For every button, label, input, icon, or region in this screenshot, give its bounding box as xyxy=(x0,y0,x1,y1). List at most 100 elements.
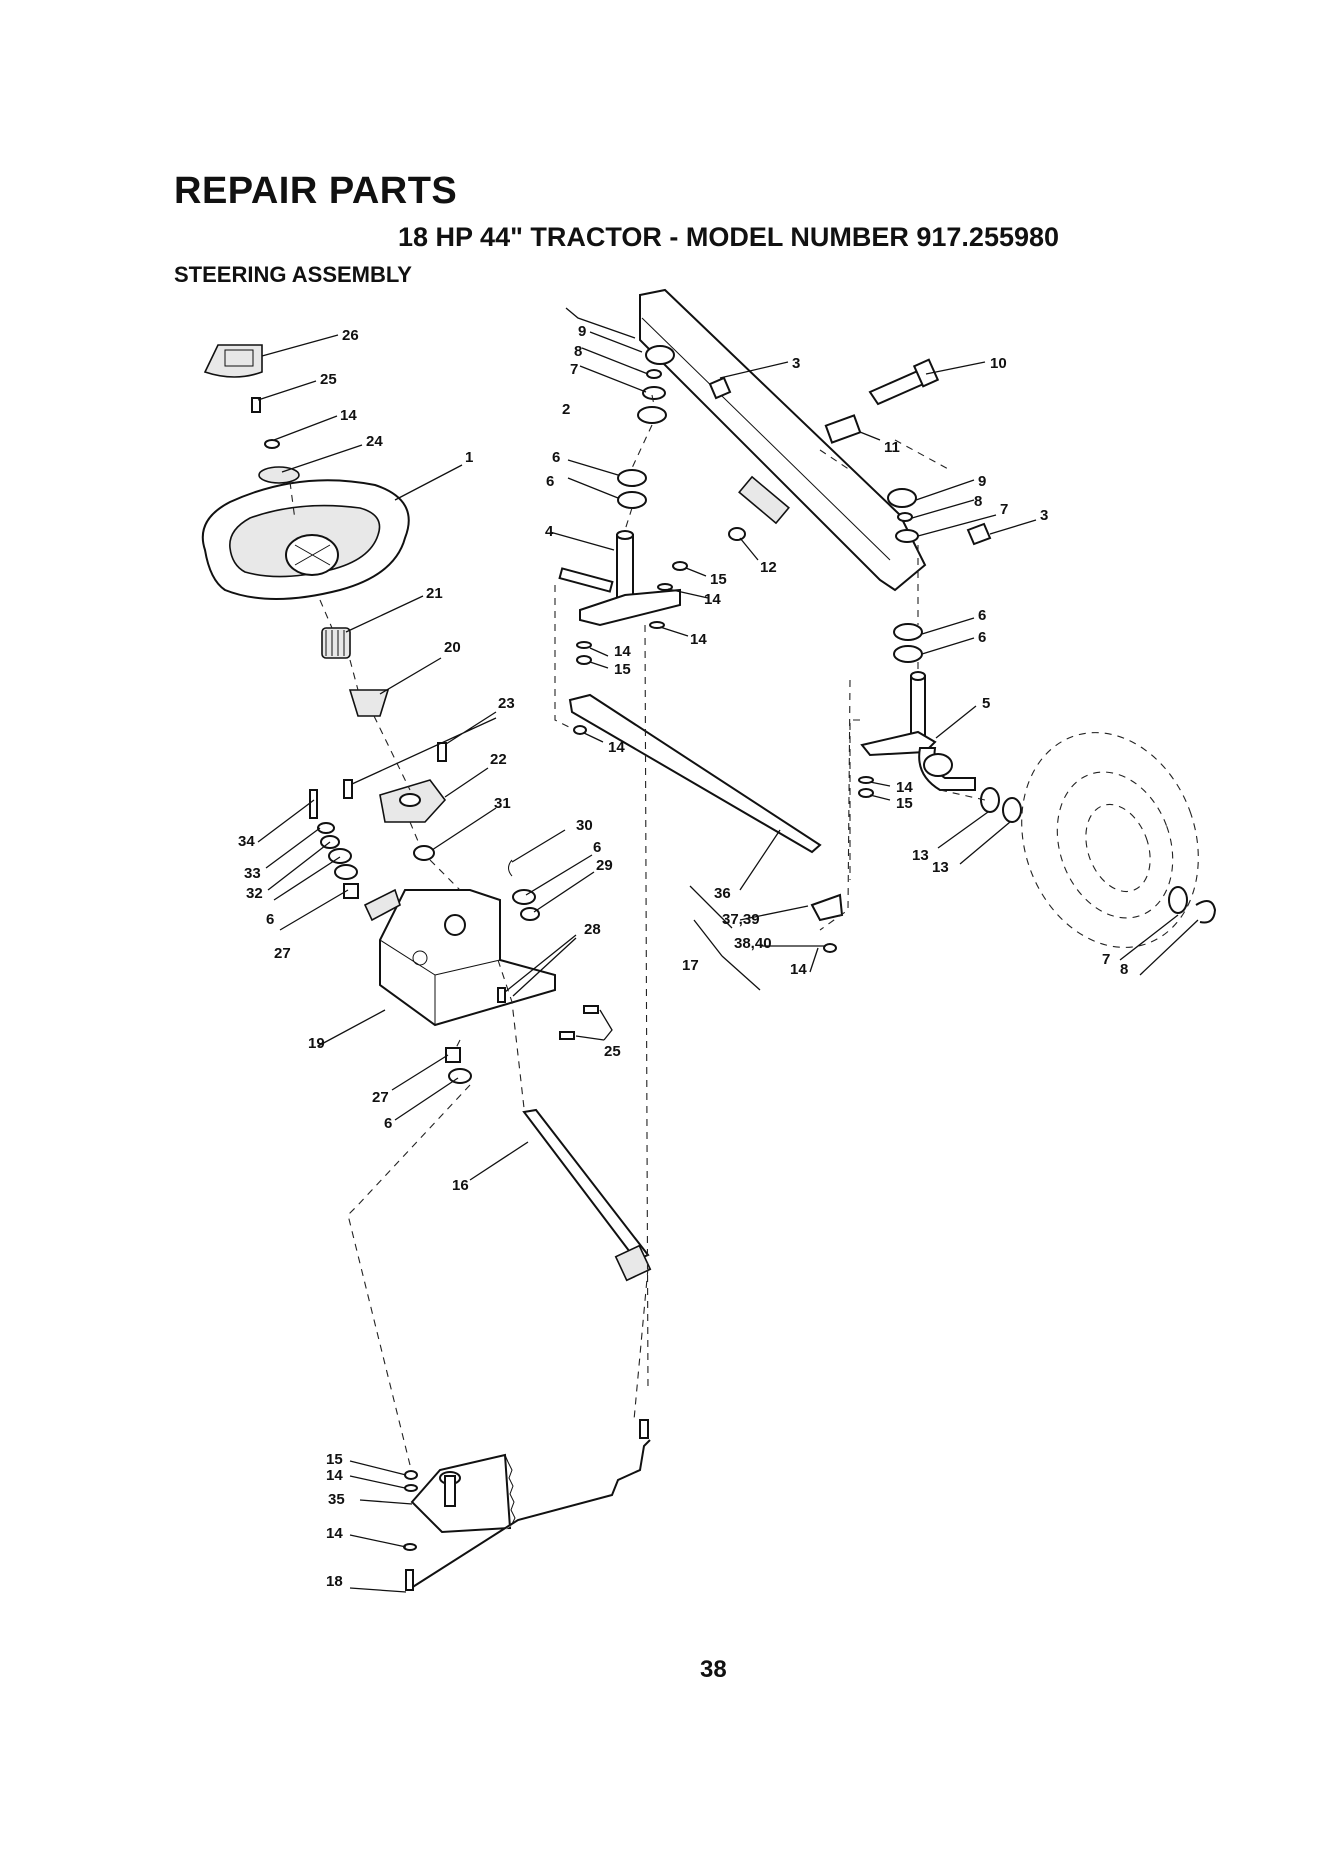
callout-8: 8 xyxy=(974,493,982,510)
part-steering-wheel xyxy=(203,480,409,599)
callout-26: 26 xyxy=(342,327,359,344)
callout-9: 9 xyxy=(978,473,986,490)
part-washer-13b xyxy=(1003,798,1021,822)
callout-6: 6 xyxy=(552,449,560,466)
part-grease-fitting-3b xyxy=(968,524,990,544)
part-steering-cap xyxy=(205,345,262,377)
callout-14: 14 xyxy=(614,643,631,660)
callout-7: 7 xyxy=(570,361,578,378)
part-bolt-25b xyxy=(560,1032,574,1039)
callout-6: 6 xyxy=(593,839,601,856)
part-adapter-21 xyxy=(322,628,350,658)
part-bolt-25a xyxy=(584,1006,598,1013)
part-bearing-6d xyxy=(618,470,646,486)
part-washer-33 xyxy=(318,823,334,833)
part-bearing-6a2 xyxy=(335,865,357,879)
callout-24: 24 xyxy=(366,433,383,450)
page-number: 38 xyxy=(700,1656,727,1684)
callout-35: 35 xyxy=(328,1491,345,1508)
callout-10: 10 xyxy=(990,355,1007,372)
part-washer-7a xyxy=(643,387,665,399)
part-front-axle-2 xyxy=(640,290,925,590)
callout-9: 9 xyxy=(578,323,586,340)
callout-14: 14 xyxy=(790,961,807,978)
callout-6: 6 xyxy=(978,607,986,624)
part-spacer-11 xyxy=(826,415,860,442)
callout-14: 14 xyxy=(896,779,913,796)
callout-7: 7 xyxy=(1102,951,1110,968)
callout-1: 1 xyxy=(465,449,473,466)
part-bearing-6e xyxy=(618,492,646,508)
part-tie-rod-36 xyxy=(570,695,820,852)
callout-15: 15 xyxy=(326,1451,343,1468)
callout-8: 8 xyxy=(1120,961,1128,978)
callout-31: 31 xyxy=(494,795,511,812)
part-washer-14b xyxy=(405,1485,417,1491)
callout-15: 15 xyxy=(896,795,913,812)
part-ring-8a xyxy=(647,370,661,378)
part-nut-15c xyxy=(577,656,591,664)
callout-18: 18 xyxy=(326,1573,343,1590)
callout-12: 12 xyxy=(760,559,777,576)
callout-3: 3 xyxy=(1040,507,1048,524)
callout-30: 30 xyxy=(576,817,593,834)
callout-14: 14 xyxy=(340,407,357,424)
callout-37-39: 37,39 xyxy=(722,911,760,928)
callout-7: 7 xyxy=(1000,501,1008,518)
part-sector-gear-35 xyxy=(412,1455,515,1532)
part-screw-23b xyxy=(344,780,352,798)
callout-38-40: 38,40 xyxy=(734,935,772,952)
callout-5: 5 xyxy=(982,695,990,712)
part-bearing-6a xyxy=(329,849,351,863)
callout-14: 14 xyxy=(690,631,707,648)
callout-23: 23 xyxy=(498,695,515,712)
callout-28: 28 xyxy=(584,921,601,938)
callout-3: 3 xyxy=(792,355,800,372)
callout-17: 17 xyxy=(682,957,699,974)
part-cap-9a xyxy=(646,346,674,364)
callout-14: 14 xyxy=(608,739,625,756)
callout-32: 32 xyxy=(246,885,263,902)
part-nut-38 xyxy=(824,944,836,952)
callout-15: 15 xyxy=(614,661,631,678)
callout-36: 36 xyxy=(714,885,731,902)
callout-14: 14 xyxy=(704,591,721,608)
callout-20: 20 xyxy=(444,639,461,656)
part-steering-shaft-16 xyxy=(524,1110,650,1280)
callout-4: 4 xyxy=(545,523,554,540)
callout-2: 2 xyxy=(562,401,570,418)
callout-6: 6 xyxy=(266,911,274,928)
callout-22: 22 xyxy=(490,751,507,768)
callout-8: 8 xyxy=(574,343,582,360)
callout-14: 14 xyxy=(326,1525,343,1542)
callout-15: 15 xyxy=(710,571,727,588)
part-bearing-6f xyxy=(894,624,922,640)
callout-21: 21 xyxy=(426,585,443,602)
part-washer-14 xyxy=(265,440,279,448)
part-spindle-4 xyxy=(560,531,680,625)
callout-6: 6 xyxy=(384,1115,392,1132)
part-washer-7c xyxy=(1169,887,1187,913)
part-bolt-28 xyxy=(498,988,505,1002)
callout-27: 27 xyxy=(274,945,291,962)
part-spindle-5 xyxy=(862,672,975,790)
callout-25: 25 xyxy=(604,1043,621,1060)
callout-19: 19 xyxy=(308,1035,325,1052)
part-nut-15b xyxy=(673,562,687,570)
part-bushing-31 xyxy=(414,846,434,860)
part-washer-7b xyxy=(896,530,918,542)
part-boot-20 xyxy=(350,690,388,716)
callout-34: 34 xyxy=(238,833,255,850)
callout-13: 13 xyxy=(912,847,929,864)
part-screw-23a xyxy=(438,743,446,761)
part-bushing-27b xyxy=(446,1048,460,1062)
part-ball-joint-37 xyxy=(812,895,842,920)
part-clip-8c xyxy=(1196,901,1215,923)
callout-6: 6 xyxy=(546,473,554,490)
callout-29: 29 xyxy=(596,857,613,874)
part-bearing-6g xyxy=(894,646,922,662)
part-nut-12 xyxy=(729,528,745,540)
callout-13: 13 xyxy=(932,859,949,876)
part-ring-8b xyxy=(898,513,912,521)
callout-11: 11 xyxy=(884,439,900,456)
